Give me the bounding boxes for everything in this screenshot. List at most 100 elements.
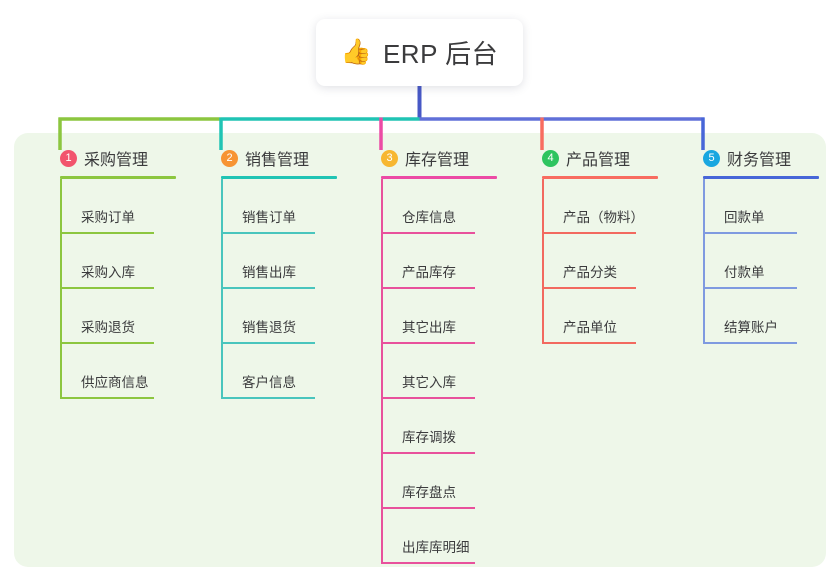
leaf-item[interactable]: 回款单 bbox=[703, 179, 834, 234]
root-node-card[interactable]: 👍 ERP 后台 bbox=[316, 19, 523, 86]
leaf-item[interactable]: 销售出库 bbox=[221, 234, 352, 289]
column-title-3: 库存管理 bbox=[405, 152, 470, 169]
leaf-item[interactable]: 付款单 bbox=[703, 234, 834, 289]
column-5: 5 财务管理回款单付款单结算账户 bbox=[674, 146, 834, 344]
leaf-label: 库存调拨 bbox=[402, 430, 456, 445]
leaf-item[interactable]: 销售订单 bbox=[221, 179, 352, 234]
leaf-connector-stem bbox=[381, 234, 383, 289]
leaf-connector-stem bbox=[221, 179, 223, 234]
leaf-underline bbox=[381, 507, 475, 509]
leaf-underline bbox=[221, 342, 315, 344]
leaf-item[interactable]: 库存盘点 bbox=[381, 454, 512, 509]
leaf-underline bbox=[60, 342, 154, 344]
leaf-label: 销售订单 bbox=[242, 210, 296, 225]
column-underline-5 bbox=[703, 176, 819, 179]
leaf-connector-stem bbox=[703, 179, 705, 234]
leaf-item[interactable]: 采购入库 bbox=[60, 234, 191, 289]
leaf-item[interactable]: 出库库明细 bbox=[381, 509, 512, 564]
leaf-connector-stem bbox=[60, 179, 62, 234]
leaf-item[interactable]: 产品（物料） bbox=[542, 179, 673, 234]
leaf-connector-stem bbox=[542, 179, 544, 234]
leaf-label: 产品单位 bbox=[563, 320, 617, 335]
leaf-item[interactable]: 产品单位 bbox=[542, 289, 673, 344]
leaf-underline bbox=[542, 342, 636, 344]
leaf-label: 付款单 bbox=[724, 265, 765, 280]
column-3: 3 库存管理仓库信息产品库存其它出库其它入库库存调拨库存盘点出库库明细 bbox=[352, 146, 512, 564]
leaf-underline bbox=[381, 232, 475, 234]
leaf-item[interactable]: 其它入库 bbox=[381, 344, 512, 399]
leaf-list-5: 回款单付款单结算账户 bbox=[674, 179, 834, 344]
leaf-underline bbox=[381, 342, 475, 344]
column-title-4: 产品管理 bbox=[566, 152, 631, 169]
leaf-connector-stem bbox=[381, 509, 383, 564]
leaf-underline bbox=[60, 397, 154, 399]
leaf-item[interactable]: 采购退货 bbox=[60, 289, 191, 344]
leaf-underline bbox=[542, 287, 636, 289]
leaf-underline bbox=[381, 397, 475, 399]
leaf-label: 供应商信息 bbox=[81, 375, 149, 390]
leaf-item[interactable]: 库存调拨 bbox=[381, 399, 512, 454]
leaf-list-1: 采购订单采购入库采购退货供应商信息 bbox=[31, 179, 191, 399]
leaf-connector-stem bbox=[381, 454, 383, 509]
leaf-underline bbox=[60, 287, 154, 289]
leaf-item[interactable]: 客户信息 bbox=[221, 344, 352, 399]
column-underline-4 bbox=[542, 176, 658, 179]
column-badge-5: 5 bbox=[703, 149, 720, 167]
leaf-label: 客户信息 bbox=[242, 375, 296, 390]
root-node-content: 👍 ERP 后台 bbox=[341, 34, 498, 71]
leaf-underline bbox=[703, 342, 797, 344]
leaf-label: 产品分类 bbox=[563, 265, 617, 280]
leaf-underline bbox=[221, 397, 315, 399]
leaf-item[interactable]: 仓库信息 bbox=[381, 179, 512, 234]
leaf-item[interactable]: 供应商信息 bbox=[60, 344, 191, 399]
leaf-connector-stem bbox=[60, 234, 62, 289]
root-node-title: ERP 后台 bbox=[382, 39, 499, 69]
leaf-list-2: 销售订单销售出库销售退货客户信息 bbox=[192, 179, 352, 399]
thumbs-up-icon: 👍 bbox=[340, 38, 372, 66]
leaf-connector-stem bbox=[381, 179, 383, 234]
leaf-item[interactable]: 销售退货 bbox=[221, 289, 352, 344]
column-1: 1 采购管理采购订单采购入库采购退货供应商信息 bbox=[31, 146, 191, 399]
leaf-connector-stem bbox=[703, 289, 705, 344]
leaf-label: 产品（物料） bbox=[563, 210, 644, 225]
diagram-panel bbox=[14, 133, 826, 567]
leaf-connector-stem bbox=[60, 344, 62, 399]
leaf-connector-stem bbox=[221, 289, 223, 344]
leaf-label: 销售退货 bbox=[242, 320, 296, 335]
leaf-label: 采购退货 bbox=[81, 320, 135, 335]
leaf-item[interactable]: 其它出库 bbox=[381, 289, 512, 344]
leaf-item[interactable]: 结算账户 bbox=[703, 289, 834, 344]
leaf-list-4: 产品（物料） 产品分类产品单位 bbox=[513, 179, 673, 344]
leaf-item[interactable]: 产品分类 bbox=[542, 234, 673, 289]
leaf-connector-stem bbox=[381, 289, 383, 344]
leaf-label: 采购订单 bbox=[81, 210, 135, 225]
column-title-2: 销售管理 bbox=[245, 152, 310, 169]
leaf-underline bbox=[381, 287, 475, 289]
leaf-connector-stem bbox=[381, 399, 383, 454]
column-header-3[interactable]: 3 库存管理 bbox=[352, 146, 512, 170]
leaf-connector-stem bbox=[381, 344, 383, 399]
column-badge-3: 3 bbox=[381, 149, 398, 167]
leaf-underline bbox=[60, 232, 154, 234]
column-title-1: 采购管理 bbox=[84, 152, 149, 169]
leaf-label: 产品库存 bbox=[402, 265, 456, 280]
leaf-item[interactable]: 产品库存 bbox=[381, 234, 512, 289]
column-header-1[interactable]: 1 采购管理 bbox=[31, 146, 191, 170]
column-title-5: 财务管理 bbox=[727, 152, 792, 169]
leaf-underline bbox=[542, 232, 636, 234]
leaf-item[interactable]: 采购订单 bbox=[60, 179, 191, 234]
column-badge-1: 1 bbox=[60, 149, 77, 167]
leaf-connector-stem bbox=[221, 234, 223, 289]
leaf-list-3: 仓库信息产品库存其它出库其它入库库存调拨库存盘点出库库明细 bbox=[352, 179, 512, 564]
column-header-5[interactable]: 5 财务管理 bbox=[674, 146, 834, 170]
leaf-connector-stem bbox=[542, 289, 544, 344]
leaf-label: 采购入库 bbox=[81, 265, 135, 280]
column-underline-1 bbox=[60, 176, 176, 179]
column-underline-3 bbox=[381, 176, 497, 179]
